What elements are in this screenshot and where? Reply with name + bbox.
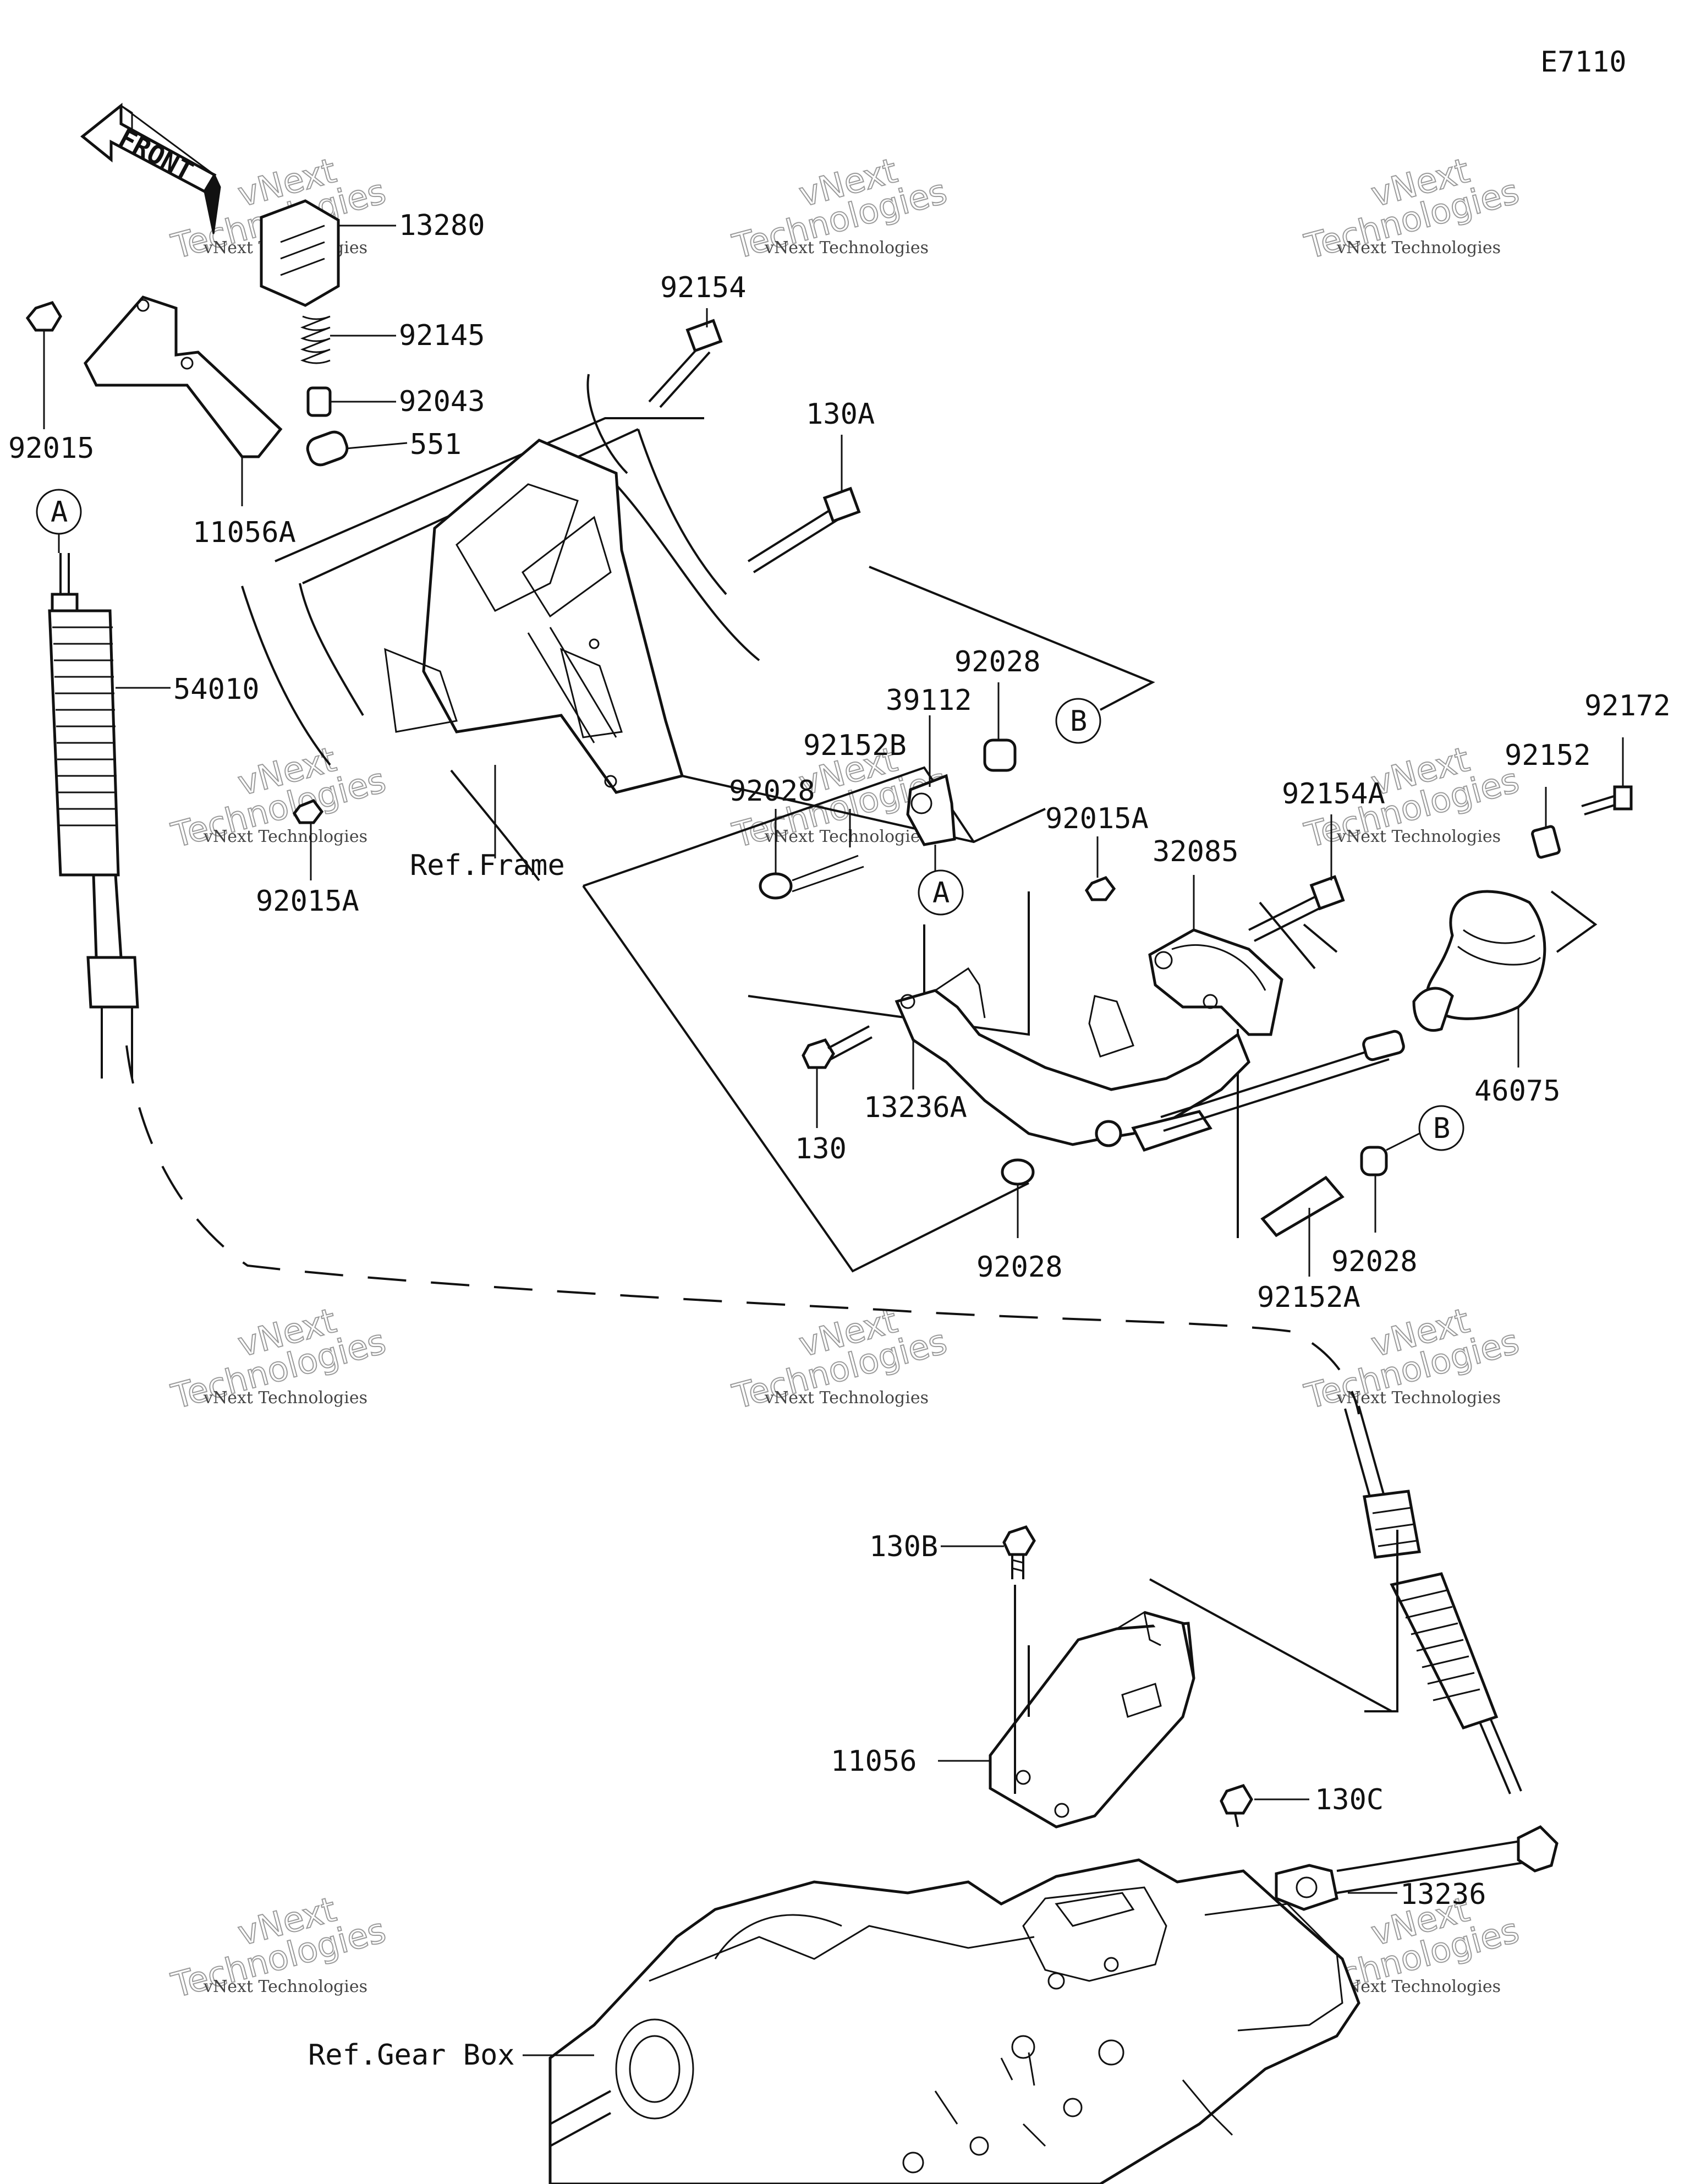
label-92154A: 92154A [1282,778,1385,811]
part-92028-collar-top [983,738,1017,772]
part-92015-nut-icon [25,300,62,332]
diagram-code: E7110 [1540,46,1627,79]
label-13236A: 13236A [864,1091,967,1124]
callout-B-bottom: B [1386,1105,1464,1151]
part-92015A-nut-icon [1084,875,1116,901]
gear-box-drawing [548,1858,1360,2184]
label-130C: 130C [1315,1783,1384,1816]
label-13236: 13236 [1400,1878,1486,1911]
label-11056: 11056 [831,1745,917,1778]
part-92152A-pin-icon [1260,1175,1345,1238]
part-labels: 13280 92145 92043 551 92015 11056A 92154… [8,209,1671,2072]
part-92172-screw-icon [1581,785,1633,815]
detail-box-outline [582,566,1598,1273]
part-39112-drawing [906,774,956,846]
label-92028-right: 92028 [1331,1245,1418,1278]
label-92152A: 92152A [1257,1281,1360,1314]
label-54010: 54010 [173,673,260,706]
part-32085-drawing [1148,928,1283,1036]
callout-B-top: B [1055,698,1101,744]
watermark-small: vNext Technologies [764,827,929,846]
label-92152: 92152 [1505,739,1591,772]
watermark-small: vNext Technologies [1336,1977,1501,1996]
part-13236A-lever-drawing [895,967,1405,1152]
watermark-small: vNext Technologies [764,238,929,258]
part-130A-bolt-icon [747,486,861,573]
label-92028-left: 92028 [729,775,815,808]
part-11056A-drawing [84,295,283,458]
label-92145: 92145 [399,319,485,352]
label-92154: 92154 [660,271,747,304]
part-92028-collar-bottom [1001,1158,1035,1186]
callout-A-middle: A [918,845,964,916]
part-54010-cable-lower-drawing [1149,1405,1522,1794]
label-92028-top: 92028 [954,645,1041,678]
label-13280: 13280 [399,209,485,242]
part-92028-collar-left [759,855,864,900]
svg-text:B: B [1070,705,1087,738]
label-ref-frame: Ref.Frame [410,849,565,882]
watermark-small: vNext Technologies [203,1977,367,1996]
watermark-small: vNext Technologies [1336,1388,1501,1408]
part-46075-knob-drawing [1412,890,1546,1032]
label-551: 551 [410,428,462,461]
watermark-small: vNext Technologies [203,827,367,846]
part-54010-cable-drawing [48,553,1360,1415]
part-92043-drawing [306,386,332,417]
label-46075: 46075 [1474,1075,1561,1108]
callout-A-top: A [36,489,82,553]
part-92028-collar-right [1360,1146,1388,1176]
part-13236-lever-drawing [1275,1825,1559,1911]
part-551-drawing [306,430,349,467]
part-92152-pin-icon [1531,825,1561,859]
svg-text:B: B [1433,1112,1450,1145]
part-13280-drawing [260,199,340,307]
label-92015: 92015 [8,432,95,465]
watermark-small: vNext Technologies [203,1388,367,1408]
label-92028-bottom: 92028 [976,1251,1063,1284]
label-11056A: 11056A [193,516,296,549]
svg-text:A: A [51,496,68,529]
part-130-bolt-icon [802,1025,873,1069]
part-130C-bolt-icon [1220,1783,1253,1827]
watermark-small: vNext Technologies [1336,238,1501,258]
label-92172: 92172 [1584,689,1671,722]
label-92152B: 92152B [803,729,907,762]
label-130A: 130A [806,398,875,431]
part-92015A-left-nut-icon [292,798,324,824]
label-32085: 32085 [1153,835,1239,868]
label-ref-gear-box: Ref.Gear Box [308,2039,515,2072]
label-130B: 130B [869,1530,938,1563]
leader-lines [43,225,1624,2056]
part-130B-bolt-icon [1002,1525,1036,1579]
label-130: 130 [795,1132,847,1165]
frame-bracket-drawing [241,374,760,882]
part-92145-spring-icon [300,315,331,364]
part-92154-bolt-icon [648,319,723,408]
svg-text:A: A [932,877,950,910]
part-92154A-bolt-icon [1248,875,1345,942]
part-11056-bracket-drawing [989,1585,1195,1829]
label-92043: 92043 [399,385,485,418]
label-39112: 39112 [886,684,972,717]
watermark-small: vNext Technologies [1336,827,1501,846]
front-arrow-icon: FRONT [80,102,221,234]
label-92015A-middle: 92015A [1045,802,1149,835]
label-92015A-left: 92015A [256,885,359,918]
watermark-small: vNext Technologies [764,1388,929,1408]
